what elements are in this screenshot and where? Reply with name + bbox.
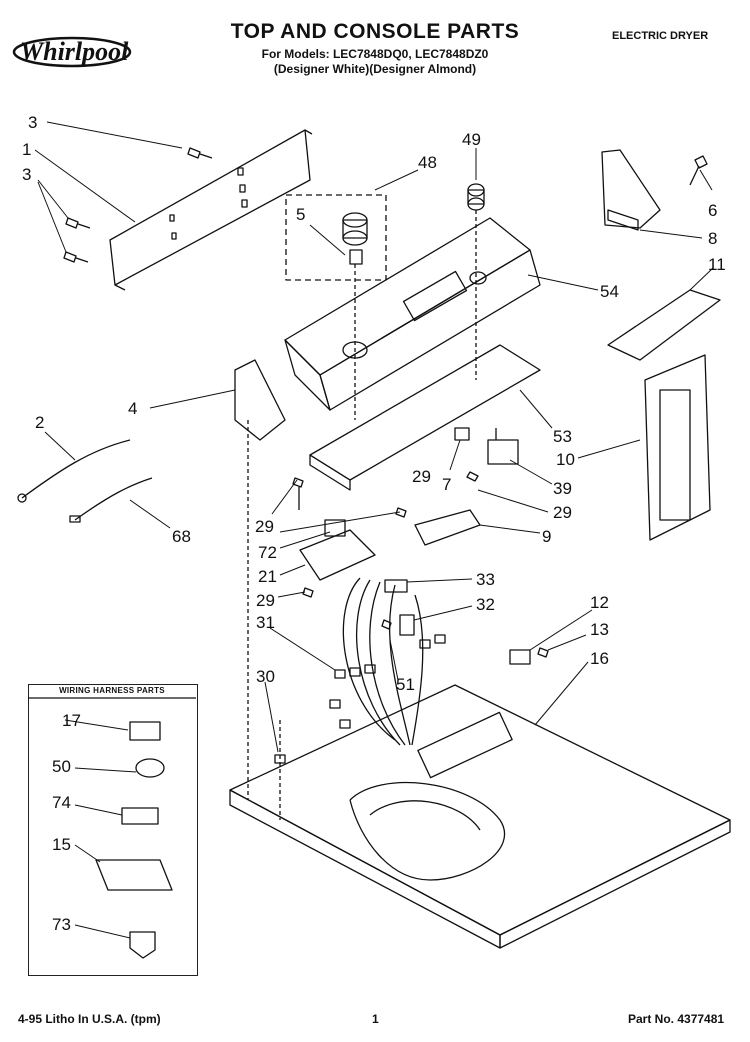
litho-note: 4-95 Litho In U.S.A. (tpm)	[18, 1012, 161, 1026]
callout-17: 17	[62, 711, 81, 730]
callout-5: 5	[296, 205, 305, 224]
wiring-harness-title: WIRING HARNESS PARTS	[59, 686, 165, 695]
callout-3-top: 3	[28, 113, 37, 132]
part-number: Part No. 4377481	[628, 1012, 725, 1026]
wiring-harness-box	[28, 684, 198, 976]
callout-31: 31	[256, 613, 275, 632]
callout-32: 32	[476, 595, 495, 614]
callout-29-d: 29	[256, 591, 275, 610]
callout-7: 7	[442, 475, 451, 494]
callout-9: 9	[542, 527, 551, 546]
callout-8: 8	[708, 229, 717, 248]
callout-72: 72	[258, 543, 277, 562]
callout-4: 4	[128, 399, 137, 418]
callout-29-c: 29	[255, 517, 274, 536]
svg-text:Whirlpool: Whirlpool	[20, 37, 129, 66]
callout-3-left: 3	[22, 165, 31, 184]
callout-39: 39	[553, 479, 572, 498]
callout-49: 49	[462, 130, 481, 149]
callout-48: 48	[418, 153, 437, 172]
callout-51: 51	[396, 675, 415, 694]
callout-29-b: 29	[553, 503, 572, 522]
callout-33: 33	[476, 570, 495, 589]
callout-13: 13	[590, 620, 609, 639]
callout-30: 30	[256, 667, 275, 686]
callout-12: 12	[590, 593, 609, 612]
callout-29-a: 29	[412, 467, 431, 486]
callout-6: 6	[708, 201, 717, 220]
callout-21: 21	[258, 567, 277, 586]
callout-54: 54	[600, 282, 619, 301]
callout-50: 50	[52, 757, 71, 776]
callout-16: 16	[590, 649, 609, 668]
callout-73: 73	[52, 915, 71, 934]
callout-11: 11	[708, 255, 726, 274]
callout-2: 2	[35, 413, 44, 432]
callout-68: 68	[172, 527, 191, 546]
page-number: 1	[372, 1012, 379, 1026]
callout-10: 10	[556, 450, 575, 469]
callout-74: 74	[52, 793, 71, 812]
page-title: TOP AND CONSOLE PARTS	[230, 20, 520, 43]
callout-1: 1	[22, 140, 31, 159]
product-type: ELECTRIC DRYER	[612, 30, 709, 42]
whirlpool-logo: Whirlpool	[10, 28, 162, 80]
finish-colors: (Designer White)(Designer Almond)	[273, 62, 477, 76]
model-numbers: For Models: LEC7848DQ0, LEC7848DZ0	[261, 47, 489, 61]
callout-53: 53	[553, 427, 572, 446]
callout-15: 15	[52, 835, 71, 854]
